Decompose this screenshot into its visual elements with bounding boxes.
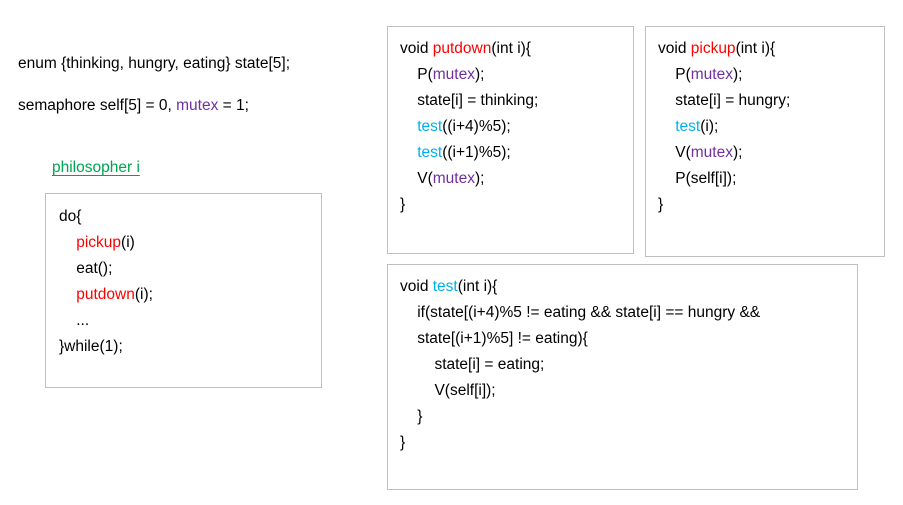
code-line: test((i+4)%5); [400, 114, 538, 140]
code-token: V(self[i]); [400, 382, 496, 399]
code-token [400, 144, 417, 161]
code-line: V(mutex); [658, 140, 790, 166]
code-token: (i) [121, 234, 135, 251]
code-line: }while(1); [59, 334, 153, 360]
code-token: ); [732, 66, 743, 83]
code-token: P( [658, 66, 691, 83]
code-token: (int i){ [491, 40, 531, 57]
code-token: pickup [690, 40, 736, 57]
code-token [400, 118, 417, 135]
code-line: state[i] = eating; [400, 352, 760, 378]
code-token: ); [732, 144, 743, 161]
code-token: ); [474, 66, 485, 83]
semaphore-declaration-line: semaphore self[5] = 0, mutex = 1; [18, 93, 249, 119]
code-token: (int i){ [457, 278, 498, 295]
code-token: ((i+4)%5); [442, 118, 511, 135]
code-line: } [658, 192, 790, 218]
code-token: void [400, 40, 433, 57]
test-function-box: void test(int i){ if(state[(i+4)%5 != ea… [387, 264, 858, 490]
code-line: } [400, 404, 760, 430]
code-token: mutex [432, 66, 475, 83]
code-token: (i); [134, 286, 153, 303]
code-line: do{ [59, 204, 153, 230]
code-token: test [417, 118, 443, 135]
code-line: state[(i+1)%5] != eating){ [400, 326, 760, 352]
code-token: test [675, 118, 701, 135]
code-token: state[i] = thinking; [400, 92, 539, 109]
code-token [59, 286, 76, 303]
code-token: }while(1); [59, 338, 123, 355]
code-token: mutex [690, 144, 733, 161]
code-token: mutex [690, 66, 733, 83]
philosopher-code-lines: do{ pickup(i) eat(); putdown(i); ... }whi… [59, 204, 153, 360]
pickup-function-box: void pickup(int i){ P(mutex); state[i] =… [645, 26, 885, 257]
code-token: P(self[i]); [658, 170, 737, 187]
code-line: test((i+1)%5); [400, 140, 538, 166]
code-token: V( [658, 144, 691, 161]
code-token: } [658, 196, 664, 213]
code-token: pickup [76, 234, 122, 251]
code-line: } [400, 430, 760, 456]
code-token: putdown [76, 286, 135, 303]
code-token: ... [59, 312, 90, 329]
code-line: ... [59, 308, 153, 334]
code-token: state[i] = hungry; [658, 92, 791, 109]
code-token: } [400, 434, 406, 451]
code-token: if(state[(i+4)%5 != eating && state[i] =… [400, 304, 761, 321]
code-line: eat(); [59, 256, 153, 282]
code-token: (int i){ [735, 40, 776, 57]
code-token [59, 234, 76, 251]
semaphore-declaration-suffix: = 1; [218, 97, 249, 114]
philosopher-section-label: philosopher i [52, 159, 140, 176]
code-token: state[i] = eating; [400, 356, 545, 373]
code-line: if(state[(i+4)%5 != eating && state[i] =… [400, 300, 760, 326]
code-token: mutex [432, 170, 475, 187]
code-line: P(mutex); [658, 62, 790, 88]
test-code-lines: void test(int i){ if(state[(i+4)%5 != ea… [400, 274, 760, 456]
enum-declaration-line: enum {thinking, hungry, eating} state[5]… [18, 55, 291, 72]
code-token: state[(i+1)%5] != eating){ [400, 330, 588, 347]
semaphore-mutex-token: mutex [176, 97, 219, 114]
code-line: putdown(i); [59, 282, 153, 308]
code-token: ((i+1)%5); [442, 144, 511, 161]
code-token: putdown [432, 40, 492, 57]
code-line: state[i] = hungry; [658, 88, 790, 114]
code-token: void [658, 40, 691, 57]
code-line: P(self[i]); [658, 166, 790, 192]
code-line: test(i); [658, 114, 790, 140]
semaphore-declaration-prefix: semaphore self[5] = 0, [18, 97, 177, 114]
code-line: pickup(i) [59, 230, 153, 256]
pickup-code-lines: void pickup(int i){ P(mutex); state[i] =… [658, 36, 790, 218]
code-token: eat(); [59, 260, 113, 277]
code-line: V(self[i]); [400, 378, 760, 404]
code-line: void putdown(int i){ [400, 36, 538, 62]
code-token: test [432, 278, 458, 295]
code-line: V(mutex); [400, 166, 538, 192]
philosopher-code-box: do{ pickup(i) eat(); putdown(i); ... }whi… [45, 193, 322, 388]
code-line: P(mutex); [400, 62, 538, 88]
code-token: V( [400, 170, 433, 187]
code-line: void pickup(int i){ [658, 36, 790, 62]
code-token: void [400, 278, 433, 295]
code-token: ); [474, 170, 485, 187]
code-line: state[i] = thinking; [400, 88, 538, 114]
code-token: P( [400, 66, 433, 83]
putdown-code-lines: void putdown(int i){ P(mutex); state[i] … [400, 36, 538, 218]
code-token: } [400, 196, 406, 213]
code-token: } [400, 408, 423, 425]
code-line: void test(int i){ [400, 274, 760, 300]
code-token: test [417, 144, 443, 161]
code-token [658, 118, 675, 135]
code-token: (i); [700, 118, 719, 135]
code-line: } [400, 192, 538, 218]
code-token: do{ [59, 208, 82, 225]
putdown-function-box: void putdown(int i){ P(mutex); state[i] … [387, 26, 634, 254]
